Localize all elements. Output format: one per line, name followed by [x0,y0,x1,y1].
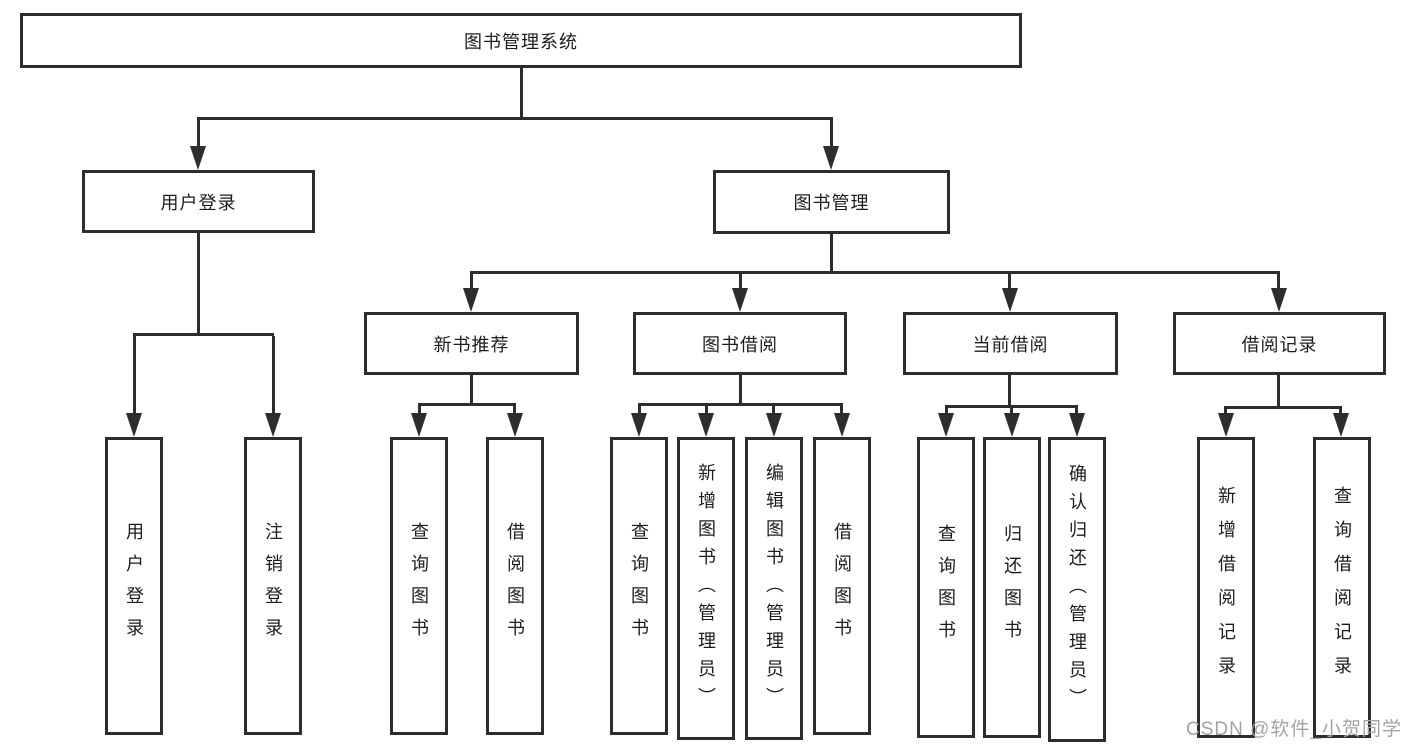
node-new-book-recommend: 新书推荐 [364,312,579,375]
csdn-watermark: CSDN @软件_小贺同学 [1186,719,1402,740]
connector-leaf8-shaft [840,406,843,415]
leaf-borrow-books-borrowing-label: 借阅图书 [832,522,852,650]
connector-leaf7-shaft [772,406,775,415]
leaf-add-borrow-record-label: 新增借阅记录 [1216,485,1236,690]
leaf-return-books-label: 归还图书 [1002,523,1022,652]
connector-borrow-rail [638,403,843,406]
leaf-confirm-return-admin: 确认归还（管理员） [1048,437,1106,742]
connector-leaf5-shaft [638,406,641,415]
connector-book-mgmt-shaft [830,118,833,148]
connector-user-login-stem [197,233,200,336]
leaf-confirm-return-admin-label: 确认归还（管理员） [1067,463,1087,716]
leaf-query-books-borrowing: 查询图书 [610,437,668,735]
connector-borrow-shaft [739,274,742,290]
connector-new-rec-rail [418,403,516,406]
leaf-add-books-admin: 新增图书（管理员） [677,437,735,740]
leaf-user-login-label: 用户登录 [124,522,144,650]
leaf-logout-label: 注销登录 [263,522,283,650]
node-borrow-records-label: 借阅记录 [1241,334,1318,355]
leaf-user-login: 用户登录 [105,437,163,735]
connector-leaf6-shaft [705,406,708,415]
node-book-borrowing-label: 图书借阅 [702,334,778,355]
leaf-query-books-borrowing-label: 查询图书 [629,522,649,650]
arrowhead-down-book-mgmt [823,146,839,170]
arrowhead-down-record [1271,288,1287,312]
leaf-edit-books-admin: 编辑图书（管理员） [745,437,803,740]
arrowhead-down-leaf10 [1004,413,1020,437]
connector-borrow-stem [739,375,742,406]
leaf-query-borrow-record: 查询借阅记录 [1313,437,1371,738]
connector-book-mgmt-stem [830,234,833,274]
leaf-borrow-books-recommend: 借阅图书 [486,437,544,735]
leaf-query-books-recommend: 查询图书 [390,437,448,735]
leaf-borrow-books-borrowing: 借阅图书 [813,437,871,735]
connector-user-login-shaft [197,118,200,148]
connector-leaf9-shaft [945,408,948,415]
node-book-management-label: 图书管理 [793,193,870,213]
connector-record-rail [1224,406,1342,409]
connector-new-rec-stem [470,375,473,406]
connector-current-shaft [1008,274,1011,290]
arrowhead-down-leaf12 [1218,413,1234,437]
leaf-query-books-recommend-label: 查询图书 [409,522,429,650]
connector-user-login-rail [133,333,274,336]
leaf-add-borrow-record: 新增借阅记录 [1197,437,1255,738]
arrowhead-down-leaf6 [698,413,714,437]
arrowhead-down-leaf11 [1069,413,1085,437]
node-root-system: 图书管理系统 [20,13,1022,68]
node-book-management: 图书管理 [713,170,950,234]
node-user-login-label: 用户登录 [160,192,237,213]
arrowhead-down-leaf2 [265,413,281,437]
node-book-borrowing: 图书借阅 [633,312,847,375]
node-borrow-records: 借阅记录 [1173,312,1386,375]
connector-root-stem [520,68,523,120]
leaf-borrow-books-recommend-label: 借阅图书 [505,522,525,650]
arrowhead-down-leaf5 [631,413,647,437]
node-user-login: 用户登录 [82,170,315,233]
leaf-query-borrow-record-label: 查询借阅记录 [1332,485,1352,690]
arrowhead-down-borrow [732,288,748,312]
arrowhead-down-leaf13 [1333,413,1349,437]
connector-record-shaft [1277,274,1280,290]
leaf-add-books-admin-label: 新增图书（管理员） [696,462,716,715]
node-new-book-recommend-label: 新书推荐 [433,334,510,355]
leaf-return-books: 归还图书 [983,437,1041,738]
leaf-logout: 注销登录 [244,437,302,735]
arrowhead-down-new-rec [463,288,479,312]
arrowhead-down-leaf4 [507,413,523,437]
connector-level3-rail [470,271,1280,274]
leaf-query-books-current: 查询图书 [917,437,975,738]
connector-new-rec-shaft [470,274,473,290]
arrowhead-down-current [1002,288,1018,312]
node-root-label: 图书管理系统 [464,31,578,52]
connector-leaf10-shaft [1010,408,1013,415]
arrowhead-down-leaf9 [938,413,954,437]
connector-record-stem [1277,375,1280,409]
connector-leaf11-shaft [1075,408,1078,415]
connector-leaf4-shaft [513,406,516,415]
connector-level2-rail [197,117,833,120]
connector-leaf13-shaft [1339,409,1342,415]
connector-current-stem [1008,375,1011,408]
connector-current-rail [945,405,1078,408]
arrowhead-down-leaf8 [834,413,850,437]
connector-leaf3-shaft [418,406,421,415]
arrowhead-down-leaf1 [126,413,142,437]
connector-leaf1-shaft [133,336,136,415]
leaf-edit-books-admin-label: 编辑图书（管理员） [764,462,784,715]
node-current-borrowing: 当前借阅 [903,312,1118,375]
node-current-borrowing-label: 当前借阅 [972,334,1049,355]
leaf-query-books-current-label: 查询图书 [936,523,956,652]
arrowhead-down-user-login [190,146,206,170]
arrowhead-down-leaf3 [411,413,427,437]
connector-leaf2-shaft [272,336,275,415]
arrowhead-down-leaf7 [766,413,782,437]
connector-leaf12-shaft [1224,409,1227,415]
